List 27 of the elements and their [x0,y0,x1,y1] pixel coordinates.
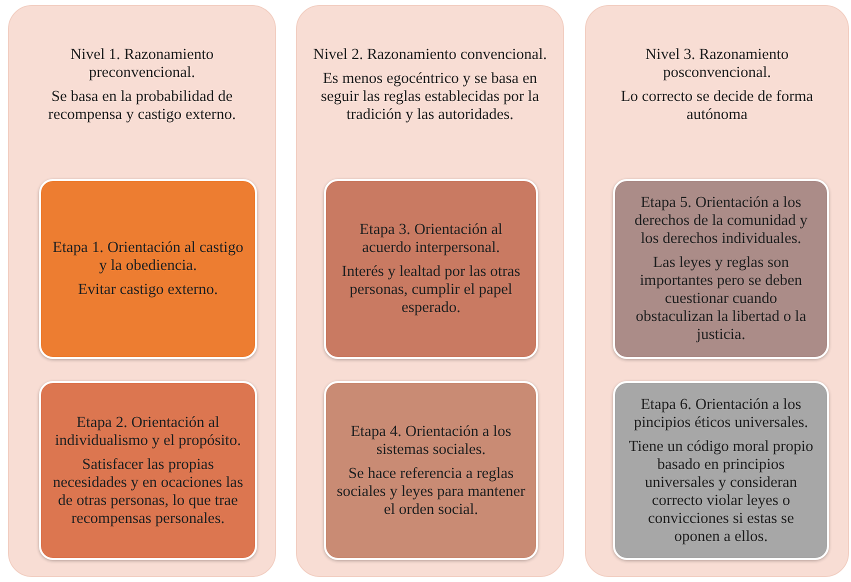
level-heading: Nivel 3. Razonamiento posconvencional. [644,46,790,82]
description-text: Es menos egocéntrico y se basa en seguir las reglas establecidas por la tradición y las autoridades. [320,70,540,124]
description-text: Interés y lealtad por las otras personas, cumplir el papel esperado. [340,263,522,317]
stage-box [324,381,538,560]
stage-box [39,381,257,560]
stage-box [324,179,538,359]
description-text: Evitar castigo externo. [78,281,218,299]
description-text: Tiene un código moral propio basado en principios universales y consideran correcto violar leyes o convicciones si estas se oponen a ellos. [628,438,814,546]
stage-heading: Etapa 3. Orientación al acuerdo interpersonal. [358,221,504,257]
description-text: Las leyes y reglas son importantes pero se deben cuestionar cuando obstaculizan la libertad o la justicia. [634,254,808,344]
description-text: Se basa en la probabilidad de recompensa y castigo externo. [47,88,237,124]
description-text: Lo correcto se decide de forma autónoma [620,88,814,124]
stage-heading: Etapa 4. Orientación a los sistemas sociales. [350,422,512,458]
level-panel [296,5,564,577]
stage-heading: Etapa 5. Orientación a los derechos de la comunidad y los derechos individuales. [633,194,809,248]
stage-heading: Etapa 6. Orientación a los pincipios éticos universales. [632,396,810,432]
level-panel [585,5,849,577]
stage-box [39,179,257,359]
level-heading: Nivel 1. Razonamiento preconvencional. [69,46,215,82]
description-text: Se hace referencia a reglas sociales y leyes para mantener el orden social. [336,464,526,518]
stage-heading: Etapa 2. Orientación al individualismo y el propósito. [54,414,242,450]
level-heading: Nivel 2. Razonamiento convencional. [313,46,547,64]
level-panel [8,5,276,577]
stage-box [613,381,829,560]
stage-box [613,179,829,359]
description-text: Satisfacer las propias necesidades y en ocaciones las de otras personas, lo que trae recompensas personales. [52,456,244,528]
stage-heading: Etapa 1. Orientación al castigo y la obediencia. [52,239,244,275]
